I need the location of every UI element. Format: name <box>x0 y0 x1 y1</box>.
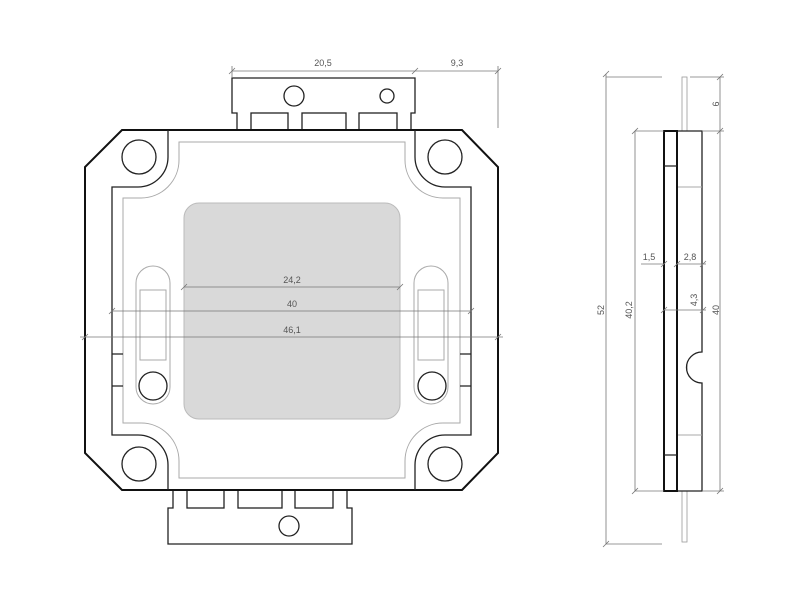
dimension-label: 46,1 <box>283 325 301 335</box>
body-profile <box>676 130 703 492</box>
top-terminal-tab <box>231 77 416 131</box>
dimension-label: 40,2 <box>624 301 634 319</box>
dimension-emitter-width: 24,2 <box>180 275 404 291</box>
tab-hole-small <box>379 88 395 104</box>
dimension-label: 40 <box>287 299 297 309</box>
dimension-label: 24,2 <box>283 275 301 285</box>
dimension-pin-length: 6 <box>690 73 724 131</box>
dimension-overall-width: 46,1 <box>80 325 503 341</box>
mounting-hole <box>121 446 157 482</box>
side-view: 52 40,2 40 6 1,5 2,8 4,3 <box>596 70 724 548</box>
dimension-overall-height: 52 <box>596 70 662 548</box>
tab-hole <box>283 85 305 107</box>
dimension-board-thickness: 1,5 <box>641 252 668 268</box>
dimension-label: 52 <box>596 305 606 315</box>
slot-hole <box>417 371 447 401</box>
slot <box>135 265 171 405</box>
mounting-hole <box>427 446 463 482</box>
dimension-label: 4,3 <box>689 294 699 307</box>
slot <box>413 265 449 405</box>
tab-hole <box>278 515 300 537</box>
slot-inner <box>139 289 167 361</box>
slot-inner <box>417 289 445 361</box>
dimension-label: 9,3 <box>451 58 464 68</box>
dimension-total-thickness: 4,3 <box>660 294 707 314</box>
front-view: 20,5 9,3 24,2 40 46,1 <box>80 58 503 545</box>
dimension-inner-width: 40 <box>108 299 475 315</box>
dimension-body-height: 40 <box>702 127 724 495</box>
dimension-label: 1,5 <box>643 252 656 262</box>
slot-hole <box>138 371 168 401</box>
dimension-tab-width: 20,5 <box>228 58 419 78</box>
mounting-hole <box>427 139 463 175</box>
dimension-tab-offset: 9,3 <box>415 58 502 128</box>
dimension-label: 6 <box>711 101 721 106</box>
dimension-label: 40 <box>711 305 721 315</box>
board-profile <box>663 130 678 492</box>
body-outline <box>84 129 499 491</box>
mounting-hole <box>121 139 157 175</box>
inner-border <box>122 141 461 479</box>
dimension-board-height: 40,2 <box>624 127 664 495</box>
dimension-label: 2,8 <box>684 252 697 262</box>
bottom-terminal-tab <box>167 489 353 545</box>
dimension-label: 20,5 <box>314 58 332 68</box>
dimension-body-thickness: 2,8 <box>673 252 707 268</box>
